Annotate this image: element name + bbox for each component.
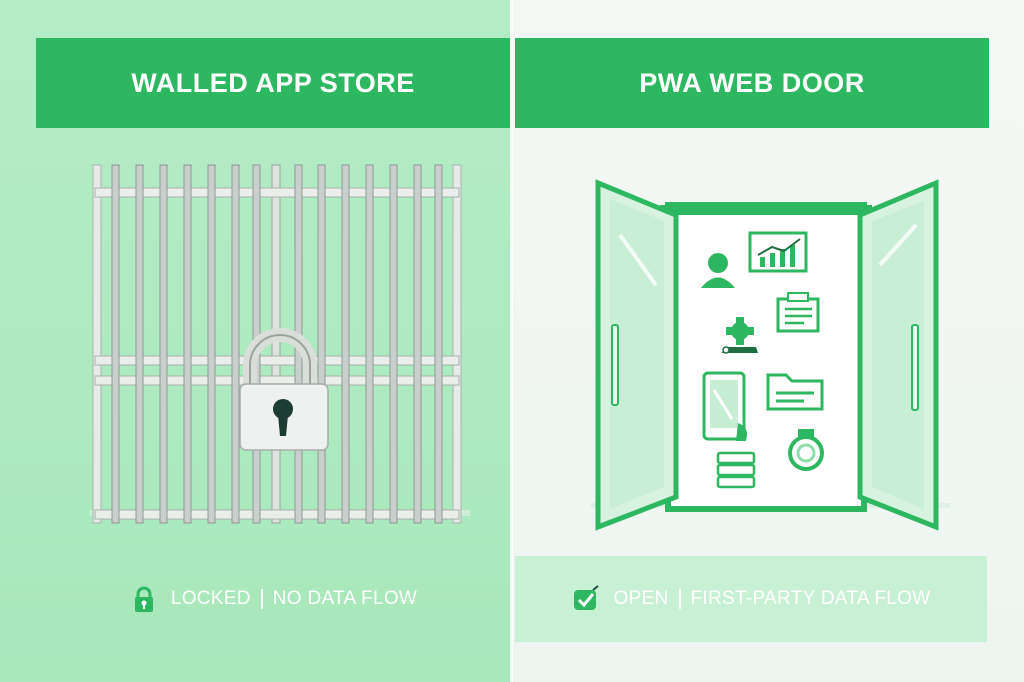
- top-rail: [94, 187, 460, 198]
- middle-rail-1: [94, 355, 460, 366]
- open-door-illustration: [590, 179, 950, 531]
- panel-divider: [510, 0, 513, 682]
- checkbox-icon: [574, 585, 600, 610]
- padlock-icon: [239, 328, 329, 451]
- door-lintel: [660, 205, 872, 215]
- padlock-icon: [134, 586, 153, 612]
- left-status-primary: LOCKED: [170, 588, 251, 609]
- left-status-secondary: NO DATA FLOW: [272, 588, 418, 609]
- left-door-panel: [595, 179, 679, 531]
- gate-post-left: [92, 164, 102, 524]
- walled-app-store-title: WALLED APP STORE: [36, 38, 510, 128]
- bottom-rail: [94, 509, 460, 520]
- gate-post-right: [452, 164, 462, 524]
- right-door-panel: [857, 179, 939, 531]
- tablet-icon: [702, 371, 747, 441]
- right-status-primary: OPEN: [613, 588, 669, 609]
- locked-gate-illustration: [90, 164, 470, 524]
- right-status-bar: OPEN FIRST-PARTY DATA FLOW: [515, 556, 987, 642]
- document-icon: [776, 292, 820, 333]
- gear-icon: [722, 317, 758, 354]
- folder-icon: [766, 373, 824, 411]
- user-icon: [701, 253, 735, 288]
- status-separator: [678, 589, 681, 609]
- gate-center-post: [271, 164, 281, 524]
- left-status-bar: LOCKED NO DATA FLOW: [36, 556, 510, 642]
- pwa-web-door-title: PWA WEB DOOR: [515, 38, 989, 128]
- stacked-cards-icon: [716, 451, 756, 489]
- chart-icon: [748, 231, 808, 273]
- ring-icon: [788, 429, 824, 471]
- right-status-secondary: FIRST-PARTY DATA FLOW: [690, 588, 931, 609]
- status-separator: [260, 589, 263, 609]
- left-door-handle: [611, 324, 619, 406]
- right-door-handle: [911, 324, 919, 411]
